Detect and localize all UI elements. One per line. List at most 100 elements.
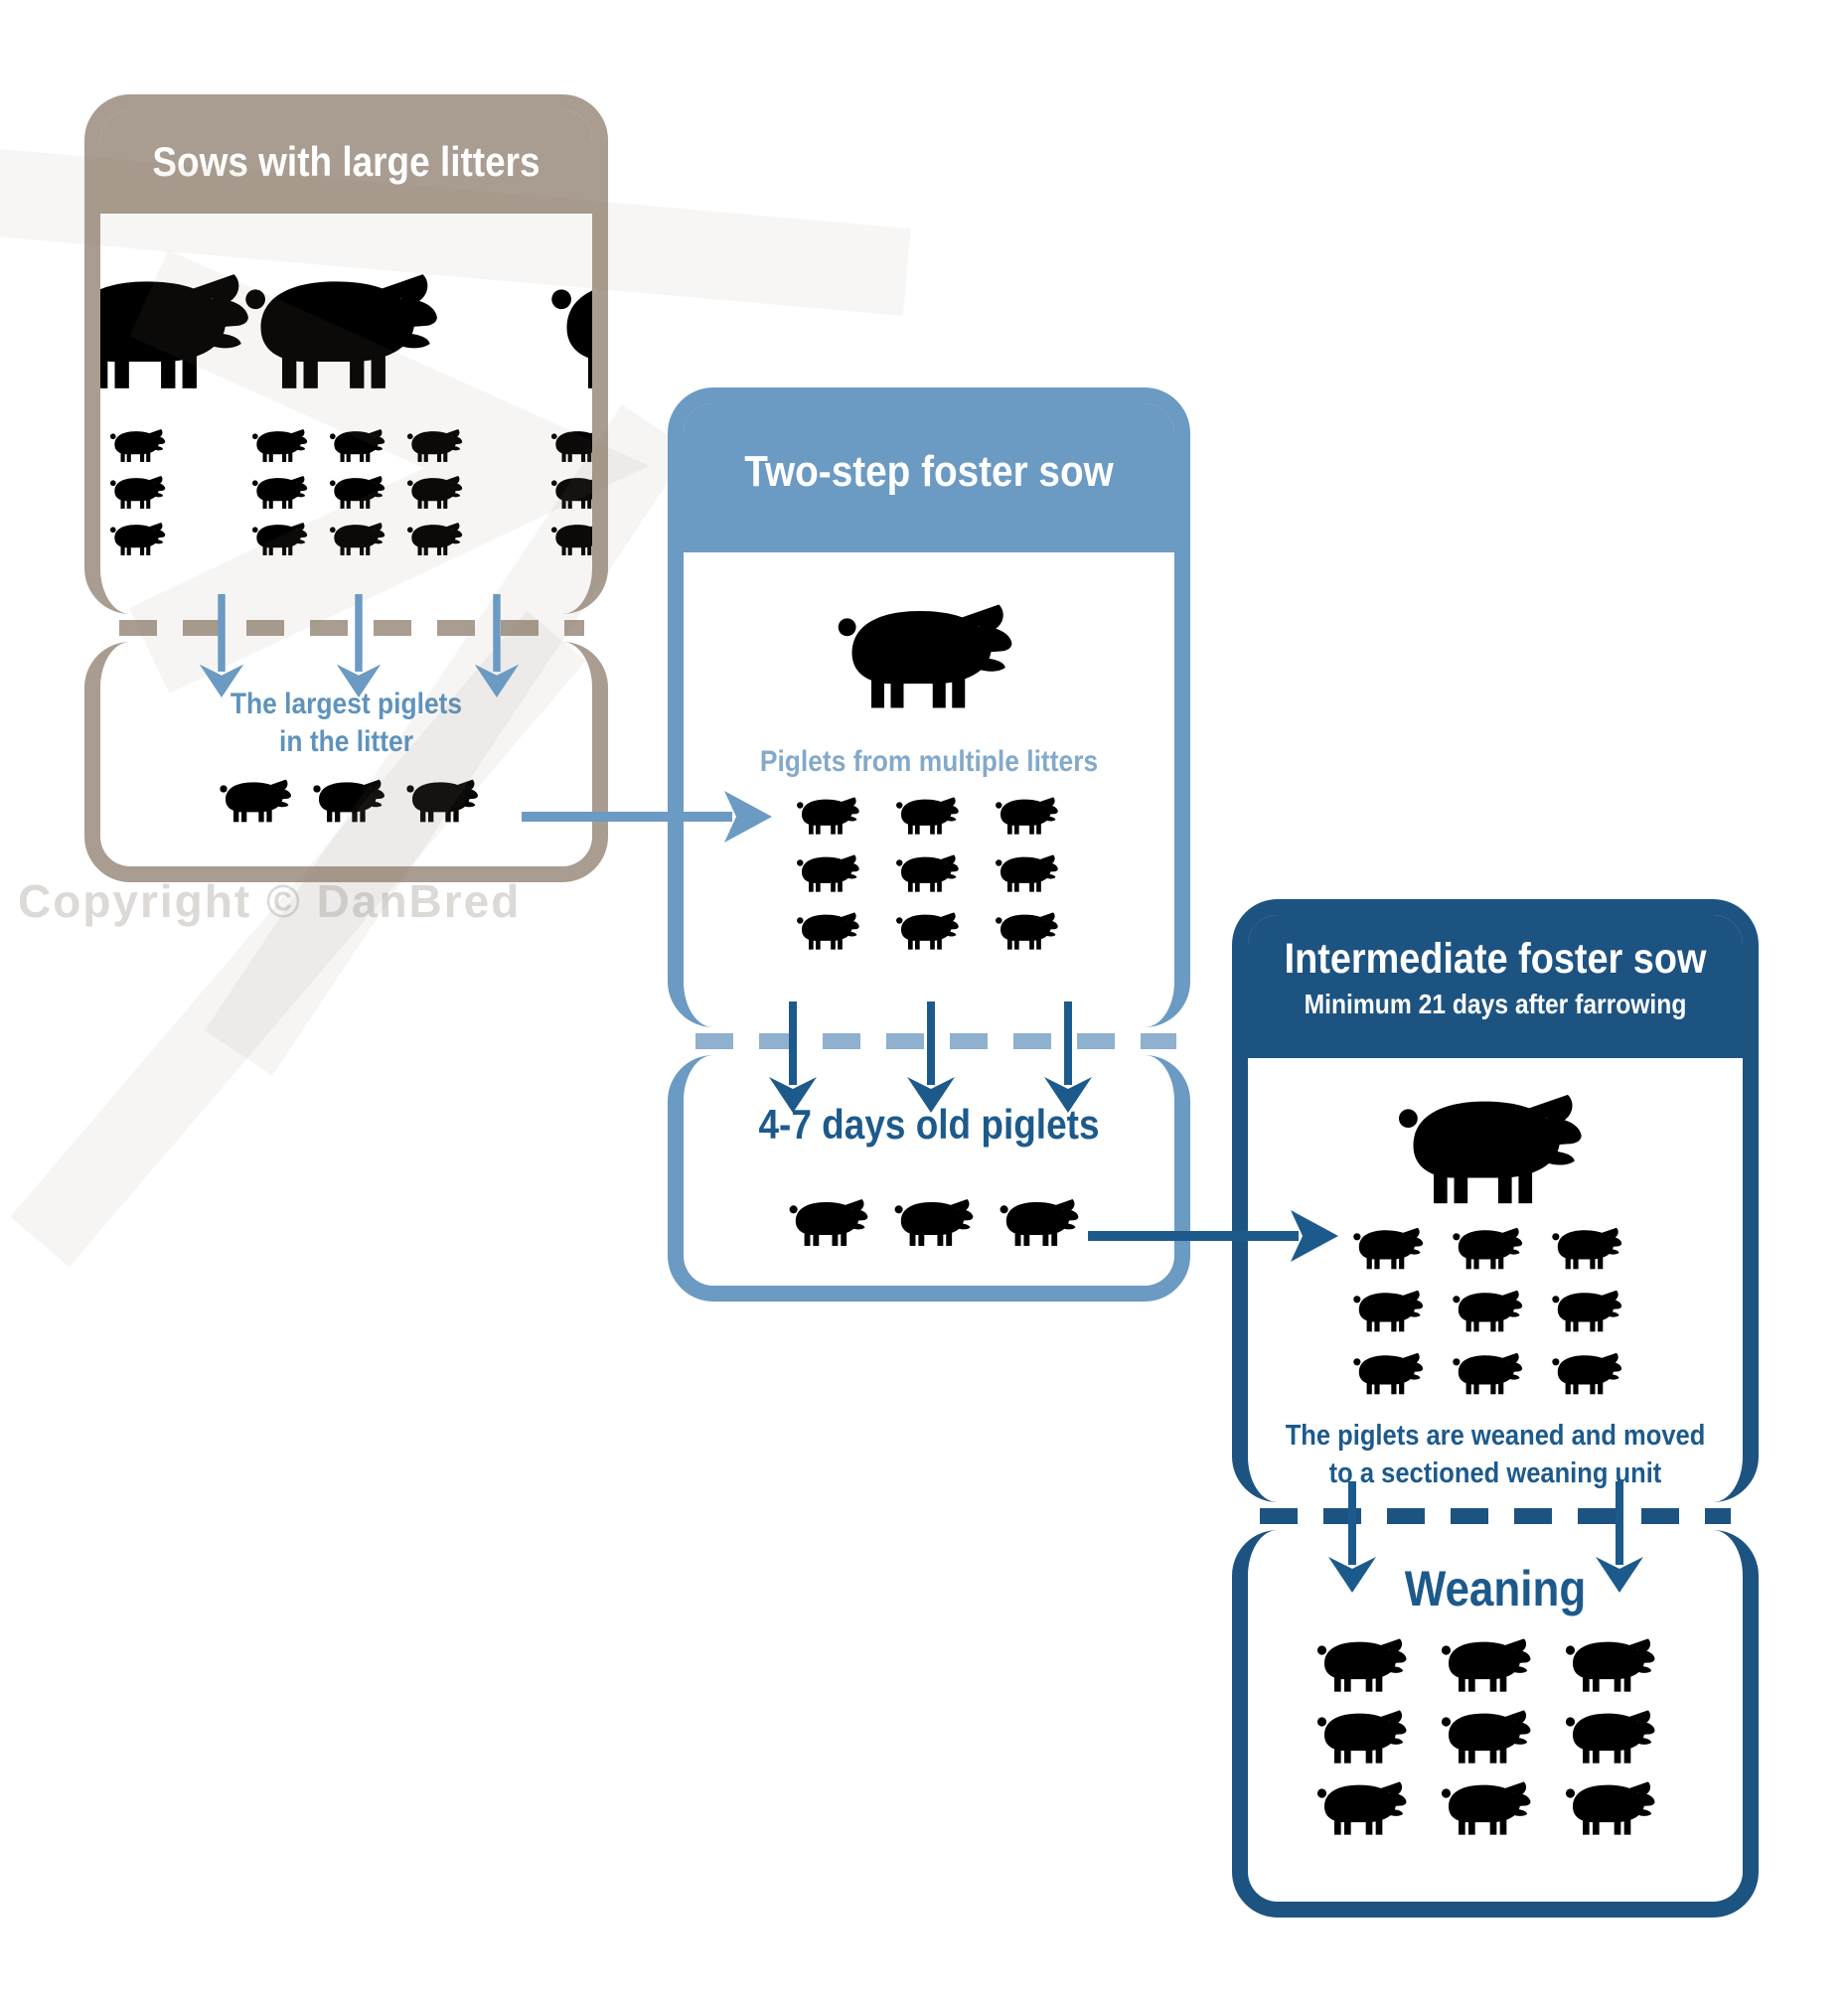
dashed-divider	[695, 1033, 1176, 1049]
panel3-lower-box: Weaning	[1232, 1530, 1759, 1918]
sow-icon-right	[545, 267, 608, 395]
pig-icon	[108, 521, 170, 557]
litter-grid-center	[250, 427, 467, 557]
pig-icon	[1451, 1225, 1528, 1272]
pig-icon	[1451, 1288, 1528, 1334]
weaner-piglet-grid	[1351, 1225, 1627, 1397]
pig-icon	[545, 267, 608, 395]
pig-icon	[795, 795, 864, 837]
pig-icon	[549, 521, 608, 557]
weaned-pig-grid	[1314, 1635, 1662, 1838]
panel3-title: Intermediate foster sow	[1284, 935, 1707, 983]
pig-icon	[250, 474, 312, 511]
pig-icon	[549, 474, 608, 511]
sow-icon-center	[239, 267, 453, 395]
pig-icon	[218, 777, 297, 825]
pig-icon	[1314, 1707, 1414, 1767]
pig-icon	[894, 852, 964, 894]
panel1-title: Sows with large litters	[152, 138, 540, 185]
arrow-down-icon	[199, 594, 244, 697]
pig-icon	[1439, 1707, 1538, 1767]
panel2-caption-text: Piglets from multiple litters	[759, 745, 1099, 778]
arrow-down-icon	[474, 594, 520, 697]
pig-icon	[1550, 1350, 1627, 1397]
pig-icon	[994, 910, 1063, 952]
panel1-lower-box: The largest piglets in the litter	[84, 642, 608, 882]
arrow-down-icon	[336, 594, 382, 697]
panel3-caption-line1: The piglets are weaned and moved	[1285, 1420, 1706, 1452]
pig-icon	[1439, 1635, 1538, 1695]
pig-icon	[405, 474, 467, 511]
panel-intermediate-foster-sow: Intermediate foster sow Minimum 21 days …	[1232, 899, 1759, 1502]
pig-icon	[1351, 1288, 1429, 1334]
pig-icon	[994, 852, 1063, 894]
panel3-note-text: Weaning	[1404, 1561, 1587, 1616]
pig-icon	[328, 521, 389, 557]
arrow-down-icon	[1328, 1481, 1376, 1593]
pig-icon	[998, 1196, 1085, 1249]
sow-icon	[1393, 1088, 1597, 1210]
pig-icon	[1563, 1707, 1662, 1767]
pig-icon	[250, 427, 312, 464]
panel1-note-line1: The largest piglets	[230, 688, 463, 720]
pig-icon	[108, 474, 170, 511]
arrow-down-icon	[769, 1001, 817, 1113]
panel3-note: Weaning	[1248, 1560, 1743, 1617]
pig-icon	[1451, 1350, 1528, 1397]
panel1-note: The largest piglets in the litter	[100, 686, 592, 761]
pig-icon	[239, 267, 453, 395]
arrow-right-icon	[1088, 1210, 1338, 1262]
pig-icon	[787, 1196, 874, 1249]
pig-icon	[404, 777, 484, 825]
panel3-caption: The piglets are weaned and moved to a se…	[1248, 1417, 1743, 1492]
arrow-right-icon	[522, 791, 772, 843]
dashed-divider	[119, 620, 584, 636]
pig-icon	[894, 910, 964, 952]
pig-icon	[328, 427, 389, 464]
pig-icon	[1550, 1288, 1627, 1334]
four-seven-day-piglets-row	[787, 1196, 1085, 1249]
pig-icon	[1563, 1635, 1662, 1695]
copyright-watermark: Copyright © DanBred	[18, 875, 522, 927]
pig-icon	[1314, 1635, 1414, 1695]
pig-icon	[1314, 1778, 1414, 1838]
panel-two-step-foster-sow: Two-step foster sow Piglets from multipl…	[668, 387, 1190, 1027]
panel3-caption-line2: to a sectioned weaning unit	[1328, 1458, 1662, 1489]
litter-column-right	[549, 427, 608, 557]
panel2-caption: Piglets from multiple litters	[684, 745, 1174, 779]
pig-icon	[108, 427, 170, 464]
pig-icon	[1351, 1225, 1429, 1272]
pig-icon	[549, 427, 608, 464]
sow-icon-left	[84, 267, 264, 395]
panel3-header: Intermediate foster sow Minimum 21 days …	[1248, 915, 1743, 1058]
pig-icon	[405, 427, 467, 464]
pig-icon	[250, 521, 312, 557]
pig-icon	[328, 474, 389, 511]
panel2-title: Two-step foster sow	[744, 447, 1114, 496]
pig-icon	[894, 795, 964, 837]
pig-icon	[994, 795, 1063, 837]
panel1-header: Sows with large litters	[100, 110, 592, 214]
pig-icon	[1550, 1225, 1627, 1272]
arrow-down-icon	[1044, 1001, 1092, 1113]
pig-icon	[1563, 1778, 1662, 1838]
largest-piglets-row	[218, 777, 484, 825]
pig-icon	[311, 777, 390, 825]
pig-icon	[84, 267, 264, 395]
arrow-down-icon	[907, 1001, 955, 1113]
pig-icon	[1393, 1088, 1597, 1210]
dashed-divider	[1260, 1508, 1731, 1524]
pig-icon	[1351, 1350, 1429, 1397]
litter-column-left	[108, 427, 170, 557]
multi-litter-grid	[795, 795, 1063, 952]
pig-icon	[795, 852, 864, 894]
panel3-subtitle: Minimum 21 days after farrowing	[1304, 989, 1687, 1019]
arrow-down-icon	[1596, 1481, 1643, 1593]
sow-icon	[833, 598, 1026, 714]
panel1-note-line2: in the litter	[279, 725, 413, 758]
pig-icon	[405, 521, 467, 557]
panel-sows-with-large-litters: Sows with large litters	[84, 94, 608, 614]
pig-icon	[892, 1196, 980, 1249]
panel2-header: Two-step foster sow	[684, 403, 1174, 552]
